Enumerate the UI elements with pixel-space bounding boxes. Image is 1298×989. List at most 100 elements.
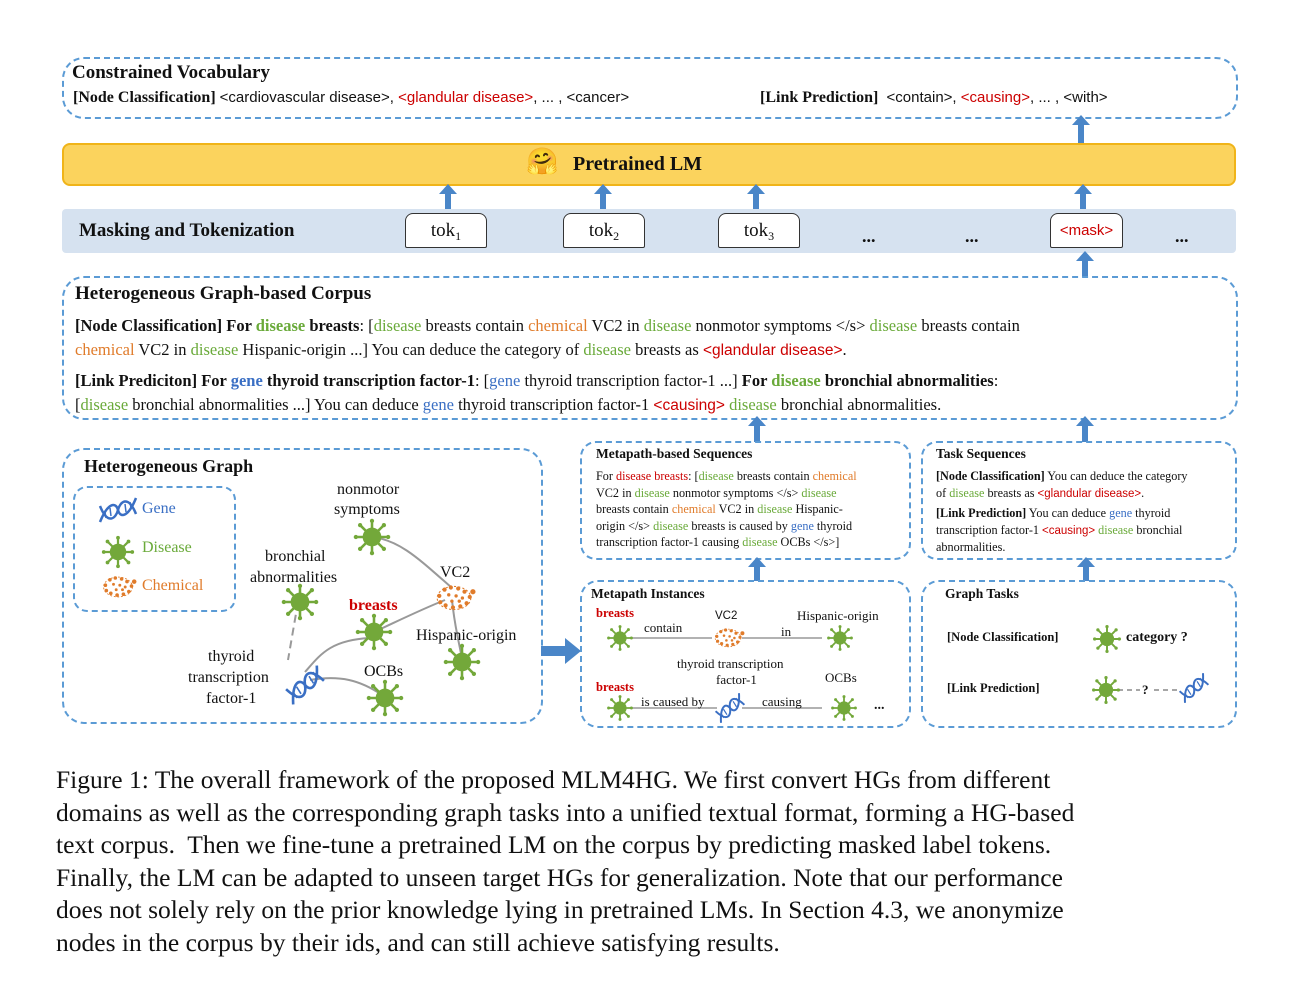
node-breasts: breasts <box>349 597 398 614</box>
disease-icon <box>100 534 136 570</box>
node-symptoms: symptoms <box>334 501 400 518</box>
caption-line-1: Figure 1: The overall framework of the p… <box>56 765 1051 794</box>
vocab-nc-b: <glandular disease> <box>398 89 534 106</box>
token-3: tok3 <box>718 213 800 248</box>
figure-caption: Figure 1: The overall framework of the p… <box>56 764 1074 960</box>
pretrained-lm-bar <box>62 143 1236 186</box>
hugging-face-icon: 🤗 <box>526 147 559 177</box>
arrow-right-icon <box>541 638 581 664</box>
arrow-icon <box>1076 416 1094 442</box>
gene-icon <box>98 496 138 524</box>
corpus-box <box>62 276 1238 420</box>
taskseq-title: Task Sequences <box>936 446 1026 461</box>
arrow-icon <box>748 557 766 581</box>
chemical-icon <box>103 575 137 598</box>
legend-gene: Gene <box>142 500 176 517</box>
tasks-nc-question: category ? <box>1126 630 1188 645</box>
vocab-node-classification: [Node Classification] <cardiovascular di… <box>73 89 629 107</box>
node-nonmotor: nonmotor <box>337 481 400 498</box>
metapath-sequences-box <box>580 441 911 560</box>
instances-in: in <box>781 624 792 639</box>
pretrained-lm-label: Pretrained LM <box>573 153 703 175</box>
disease-icon <box>352 517 392 557</box>
masking-band <box>62 209 1236 253</box>
vocab-lp-b: <causing> <box>960 89 1031 106</box>
chemical-icon <box>436 584 477 611</box>
caption-line-5: does not solely rely on the prior knowle… <box>56 895 1064 925</box>
disease-icon <box>606 624 634 652</box>
disease-icon <box>280 582 320 622</box>
token-2: tok2 <box>563 213 645 248</box>
instances-thyroid-2: factor-1 <box>716 672 757 687</box>
legend-chemical: Chemical <box>142 577 204 594</box>
vocab-nc-c: , ... , <cancer> <box>533 89 630 106</box>
token-1: tok1 <box>405 213 487 248</box>
ellipsis-1: ... <box>862 226 876 246</box>
disease-icon <box>1091 675 1121 705</box>
task-sequences-box <box>921 441 1237 560</box>
hg-title: Heterogeneous Graph <box>84 456 254 476</box>
instances-title: Metapath Instances <box>591 586 705 601</box>
node-bronchial: bronchial <box>265 548 326 565</box>
disease-icon <box>830 694 858 722</box>
disease-icon <box>354 612 394 652</box>
vocab-nc-a: <cardiovascular disease>, <box>219 89 399 106</box>
disease-icon <box>365 678 405 718</box>
corpus-link-prediction: [Link Prediciton] For gene thyroid trans… <box>75 371 999 414</box>
legend-disease: Disease <box>142 539 192 556</box>
node-thyroid-1: thyroid <box>208 648 255 665</box>
vocab-lp-a: <contain>, <box>886 89 961 106</box>
vocab-link-prediction: [Link Prediction] <contain>, <causing>, … <box>760 89 1108 107</box>
vocab-title: Constrained Vocabulary <box>72 62 270 83</box>
tasks-lp-question: ? <box>1140 682 1151 698</box>
graph-canvas <box>280 517 482 718</box>
arrow-icon <box>1072 115 1090 145</box>
instances-causing: causing <box>762 694 802 709</box>
caption-line-2: domains as well as the corresponding gra… <box>56 797 1075 827</box>
metapath-instances-box <box>580 580 911 728</box>
disease-icon <box>826 624 854 652</box>
link-prediction-canvas <box>1091 672 1213 705</box>
tasks-nc-label: [Node Classification] <box>947 630 1059 644</box>
instances-vc2: VC2 <box>715 610 738 622</box>
heterogeneous-graph-box <box>62 448 543 724</box>
arrow-icon <box>1076 251 1094 277</box>
metaseq-title: Metapath-based Sequences <box>596 446 753 461</box>
legend-box <box>73 486 236 612</box>
arrow-icon <box>748 416 766 442</box>
ellipsis-2: ... <box>965 226 979 246</box>
tasks-title: Graph Tasks <box>945 586 1019 601</box>
corpus-node-classification: [Node Classification] For disease breast… <box>75 316 1020 359</box>
tasks-lp-label: [Link Prediction] <box>947 681 1040 695</box>
caption-line-4: Finally, the LM can be adapted to unseen… <box>56 862 1063 892</box>
disease-icon <box>442 642 482 682</box>
disease-icon <box>1092 624 1122 654</box>
masking-label: Masking and Tokenization <box>79 220 295 241</box>
node-ocbs: OCBs <box>364 663 404 680</box>
instances-caused-by: is caused by <box>641 694 705 709</box>
corpus-title: Heterogeneous Graph-based Corpus <box>75 283 372 304</box>
arrow-icon <box>747 184 765 214</box>
instances-thyroid-1: thyroid transcription <box>677 656 784 671</box>
vocab-lp-label: [Link Prediction] <box>760 89 879 106</box>
node-abnormalities: abnormalities <box>250 569 338 586</box>
instances-breasts-2: breasts <box>596 680 634 694</box>
disease-icon <box>606 694 634 722</box>
vocab-nc-label: [Node Classification] <box>73 89 216 106</box>
gene-icon <box>711 692 749 724</box>
instances-breasts-1: breasts <box>596 606 634 620</box>
constrained-vocabulary-box <box>62 57 1238 119</box>
arrow-icon <box>594 184 612 214</box>
node-hispanic: Hispanic-origin <box>416 627 517 644</box>
graph-tasks-box <box>921 580 1237 728</box>
ellipsis-3: ... <box>1175 226 1189 246</box>
metaseq-text: For disease breasts: [disease breasts co… <box>596 469 857 549</box>
instances-hispanic: Hispanic-origin <box>797 608 879 623</box>
instances-canvas <box>606 624 858 724</box>
arrow-icon <box>439 184 457 214</box>
instances-contain: contain <box>644 620 683 635</box>
vocab-lp-c: , ... , <with> <box>1030 89 1108 106</box>
arrow-icon <box>1074 184 1092 214</box>
caption-line-3: text corpus. Then we fine-tune a pretrai… <box>56 830 1052 860</box>
node-vc2: VC2 <box>440 564 471 581</box>
